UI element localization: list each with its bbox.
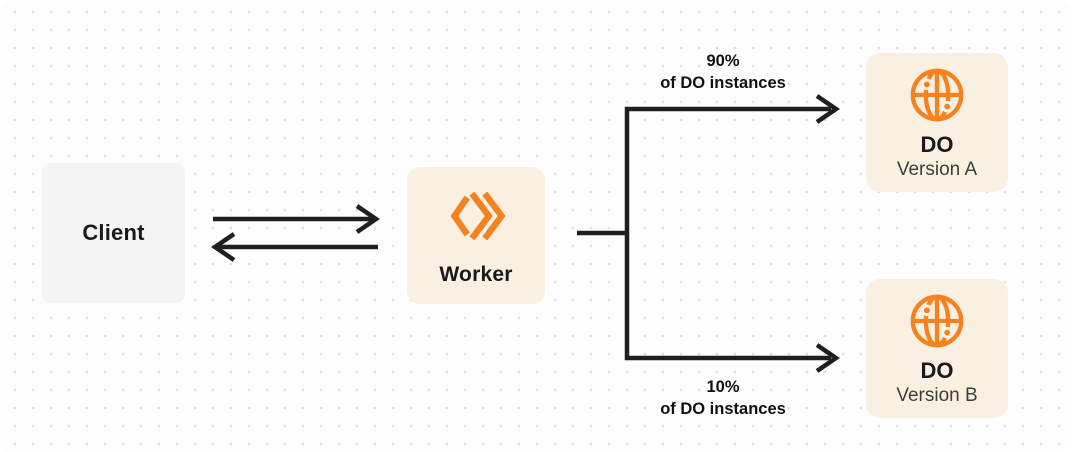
- globe-icon: [910, 68, 964, 122]
- top-branch-label: 90% of DO instances: [625, 50, 821, 94]
- bottom-branch-percent: 10%: [706, 378, 740, 396]
- worker-to-client-arrow: [211, 232, 378, 262]
- do-a-subtitle: Version A: [896, 159, 978, 180]
- client-node: Client: [42, 163, 185, 303]
- globe-icon: [910, 294, 964, 348]
- do-version-b-node: DO Version B: [866, 279, 1008, 418]
- do-b-subtitle: Version B: [896, 385, 978, 406]
- client-label: Client: [82, 220, 145, 245]
- do-version-a-node: DO Version A: [866, 53, 1008, 192]
- bottom-branch-caption: of DO instances: [660, 400, 786, 418]
- top-branch-percent: 90%: [706, 52, 740, 70]
- worker-label: Worker: [439, 263, 513, 286]
- branch-trunk: [624, 106, 831, 361]
- branch-to-do-a-arrowhead: [815, 94, 840, 124]
- branch-to-do-b-arrowhead: [815, 343, 840, 373]
- workers-logo-icon: [450, 191, 506, 241]
- bottom-branch-label: 10% of DO instances: [625, 376, 821, 420]
- do-b-title: DO: [920, 358, 954, 383]
- top-branch-caption: of DO instances: [660, 74, 786, 92]
- client-to-worker-arrow: [213, 204, 380, 234]
- do-a-title: DO: [920, 132, 954, 157]
- worker-node: Worker: [407, 167, 545, 304]
